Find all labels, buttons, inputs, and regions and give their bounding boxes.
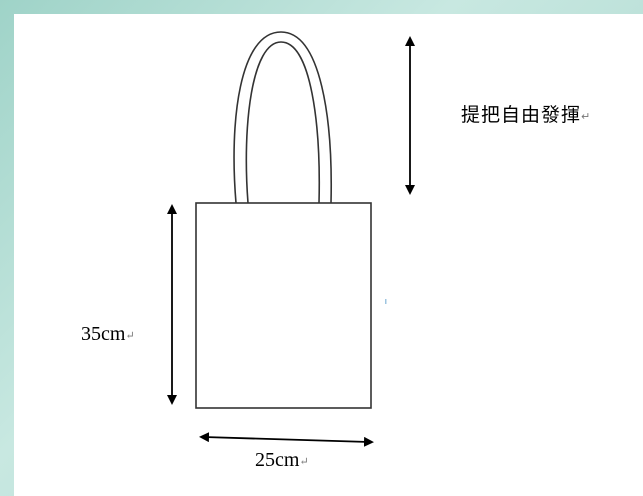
handle-inner-loop — [245, 41, 321, 204]
width-arrow — [199, 432, 374, 447]
handle-label: 提把自由發揮↵ — [461, 100, 591, 127]
paragraph-mark: ↵ — [125, 330, 135, 342]
height-label: 35cm↵ — [81, 323, 135, 346]
height-value: 35cm — [81, 323, 126, 345]
width-value: 25cm — [255, 449, 300, 471]
paragraph-mark: ↵ — [299, 456, 309, 468]
bag-body — [195, 202, 372, 409]
handle-text: 提把自由發揮 — [461, 104, 582, 126]
width-label: 25cm↵ — [255, 449, 309, 472]
handle-outer-loop — [233, 31, 333, 204]
paragraph-mark: ↵ — [581, 110, 592, 123]
stray-mark — [385, 299, 387, 304]
